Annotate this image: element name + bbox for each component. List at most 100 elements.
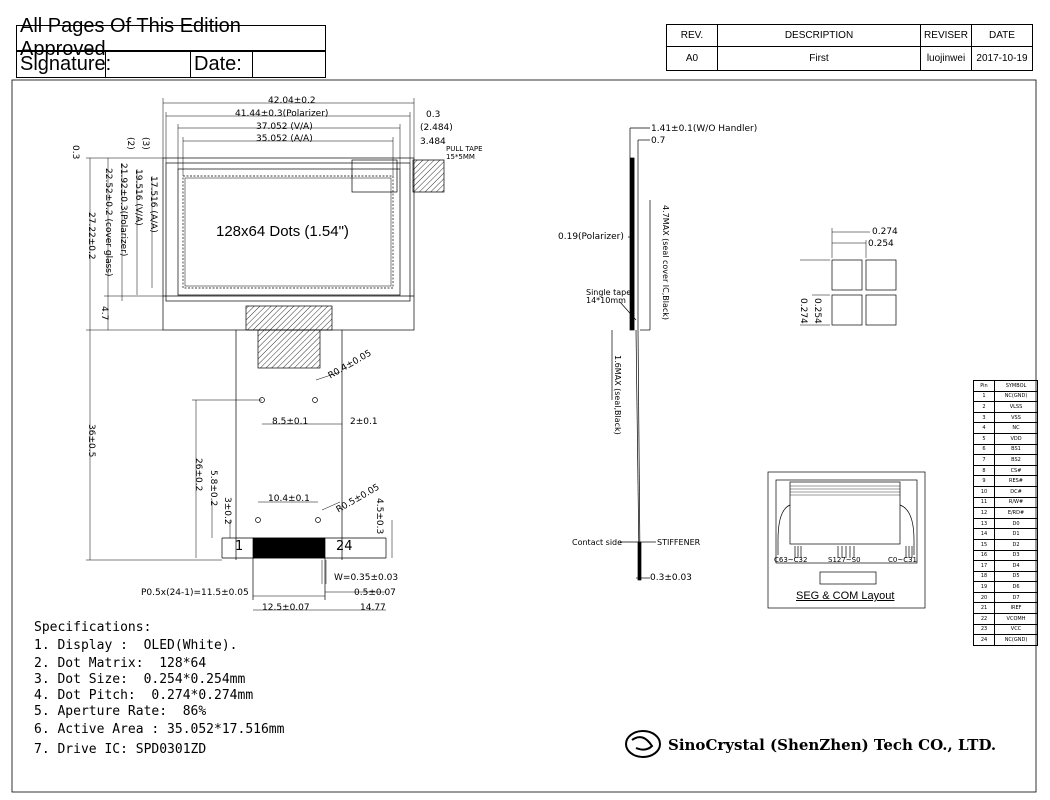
dim-2484: (2.484) bbox=[420, 123, 453, 133]
pin-number: 10 bbox=[973, 485, 995, 498]
pin-number: 9 bbox=[973, 475, 995, 487]
pin-number: 14 bbox=[973, 528, 995, 540]
spec-item: 7. Drive IC: SPD0301ZD bbox=[34, 742, 207, 757]
spec-item: 1. Display : OLED(White). bbox=[34, 638, 238, 653]
pin-number: 13 bbox=[973, 517, 995, 530]
dim-dot-pitch-v: 0.274 bbox=[798, 298, 808, 324]
pin-number: 6 bbox=[973, 443, 995, 456]
dim-polarizer-thickness: 0.19(Polarizer) bbox=[558, 232, 624, 242]
pin-number: 20 bbox=[973, 591, 995, 604]
pin-number: 3 bbox=[973, 411, 995, 424]
dim-va-width: 37.052 (V/A) bbox=[256, 122, 313, 132]
pin-symbol: RES# bbox=[994, 475, 1038, 487]
pin-symbol: R/W# bbox=[994, 496, 1038, 509]
dim-dot-pitch-h: 0.274 bbox=[872, 227, 898, 237]
spec-title: Specifications: bbox=[34, 620, 152, 635]
pin-symbol: VDD bbox=[994, 432, 1038, 445]
dim-aa-height: 17.516 (A/A) bbox=[148, 176, 158, 233]
pin-symbol: DC# bbox=[994, 485, 1038, 498]
dim-2: (2) bbox=[125, 137, 135, 150]
pin-symbol: CS# bbox=[994, 464, 1038, 477]
pin-number: 21 bbox=[973, 602, 995, 615]
pin-number: 5 bbox=[973, 432, 995, 445]
dim-aa-width: 35.052 (A/A) bbox=[256, 134, 313, 144]
pin-header: Pin bbox=[973, 380, 995, 392]
pin-symbol: BS1 bbox=[994, 443, 1038, 456]
seg-label-3: C0~C31 bbox=[888, 556, 918, 564]
pin-symbol: E/RD# bbox=[994, 507, 1038, 519]
dim-outline-width: 42.04±0.2 bbox=[268, 96, 316, 106]
front-dimensions bbox=[86, 98, 415, 611]
pin-symbol: NC(GND) bbox=[994, 390, 1038, 403]
pin-symbol: D3 bbox=[994, 549, 1038, 562]
pin-symbol: D2 bbox=[994, 538, 1038, 551]
single-tape-size: 14*10mm bbox=[586, 296, 626, 305]
pin-number: 19 bbox=[973, 581, 995, 593]
pin-number: 12 bbox=[973, 507, 995, 519]
company-logo-icon bbox=[625, 730, 661, 758]
layout-title: SEG & COM Layout bbox=[796, 590, 895, 602]
dim-3-fpc: 3±0.2 bbox=[222, 497, 232, 525]
pin-1-label: 1 bbox=[235, 539, 244, 554]
dim-glass-height: 22.52±0.2 (cover glass) bbox=[103, 168, 113, 277]
dim-07: 0.7 bbox=[651, 136, 666, 146]
dim-dot-size-v: 0.254 bbox=[812, 298, 822, 324]
pin-number: 23 bbox=[973, 623, 995, 636]
active-area bbox=[182, 175, 394, 289]
dim-05: 0.5±0.07 bbox=[354, 588, 396, 598]
pin-number: 24 bbox=[973, 634, 995, 646]
dim-58: 5.8±0.2 bbox=[208, 470, 218, 507]
date-field[interactable] bbox=[252, 51, 326, 78]
dim-total-height: 27.22±0.2 bbox=[86, 212, 96, 260]
pin-number: 7 bbox=[973, 454, 995, 466]
dots-label: 128x64 Dots (1.54") bbox=[216, 223, 349, 240]
seg-com-layout bbox=[767, 471, 926, 609]
seg-label-2: S127~S0 bbox=[828, 556, 861, 564]
spec-item: 6. Active Area : 35.052*17.516mm bbox=[34, 722, 285, 737]
pull-tape-label: PULL TAPE bbox=[446, 145, 483, 153]
dim-47: 4.7 bbox=[99, 306, 109, 321]
dim-va-height: 19.516 (V/A) bbox=[133, 169, 143, 226]
dim-03: 0.3 bbox=[426, 110, 441, 120]
pin-number: 1 bbox=[973, 390, 995, 403]
pin-symbol: VSS bbox=[994, 411, 1038, 424]
dim-1477: 14.77 bbox=[360, 603, 386, 613]
pin-number: 11 bbox=[973, 496, 995, 509]
dim-dot-size-h: 0.254 bbox=[868, 239, 894, 249]
dim-16-max: 1.6MAX (seal,Black) bbox=[613, 355, 622, 435]
dim-polarizer-width: 41.44±0.3(Polarizer) bbox=[235, 109, 329, 119]
dim-03-thickness: 0.3±0.03 bbox=[650, 573, 692, 583]
pin-symbol: D1 bbox=[994, 528, 1038, 540]
pin-number: 2 bbox=[973, 401, 995, 413]
pin-symbol: D7 bbox=[994, 591, 1038, 604]
dim-26: 26±0.2 bbox=[193, 458, 203, 492]
side-view bbox=[611, 127, 656, 581]
stiffener-label: STIFFENER bbox=[657, 538, 701, 547]
pin-number: 17 bbox=[973, 560, 995, 572]
single-tape-label: Single tape bbox=[586, 288, 632, 297]
pin-table-header: Pin SYMBOL bbox=[973, 380, 1038, 392]
dim-handler: 1.41±0.1(W/O Handler) bbox=[651, 124, 758, 134]
pin-number: 8 bbox=[973, 464, 995, 477]
pin-24-label: 24 bbox=[336, 539, 353, 554]
pin-symbol: NC(GND) bbox=[994, 634, 1038, 646]
dim-pitch: P0.5x(24-1)=11.5±0.05 bbox=[141, 588, 249, 598]
